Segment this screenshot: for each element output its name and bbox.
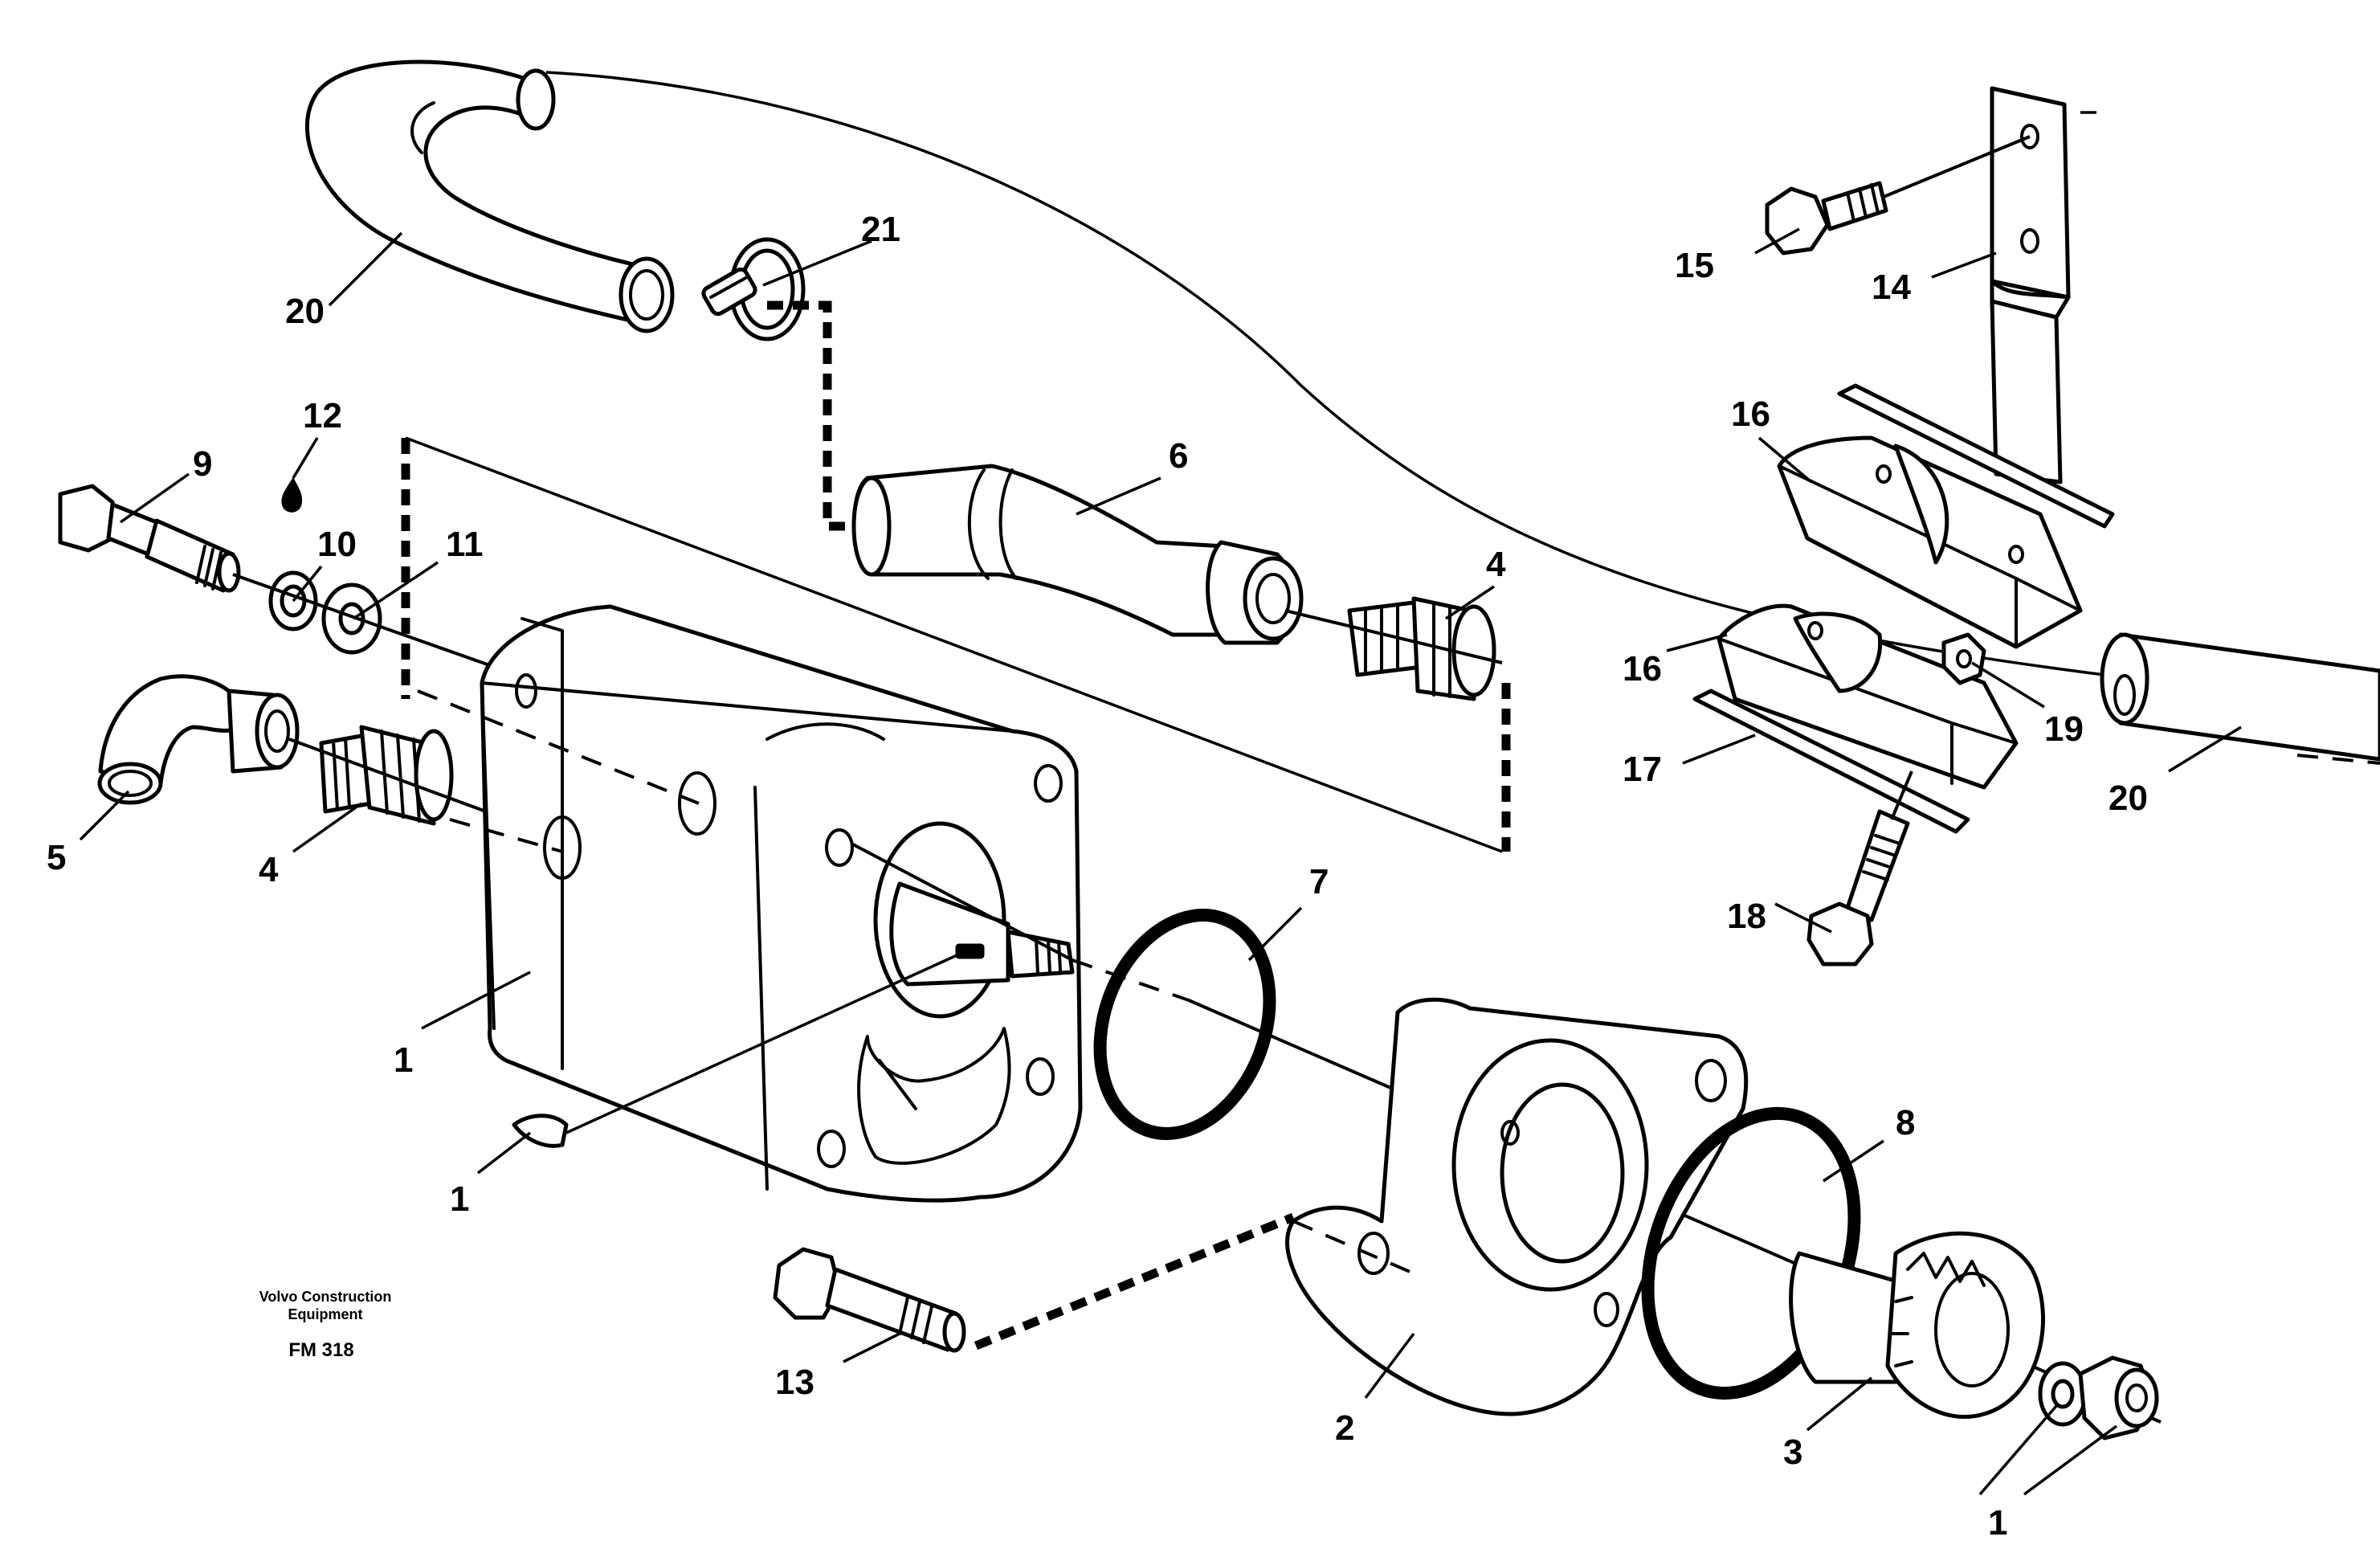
callout-18: 18: [1727, 897, 1766, 936]
callout-2: 2: [1335, 1408, 1354, 1448]
clamp-nut: [1941, 632, 1986, 685]
hose-clamp: [701, 237, 806, 341]
woodruff-key: [512, 1114, 569, 1148]
bracket-bolt-axis: [1883, 135, 2031, 198]
callout-9: 9: [193, 444, 212, 484]
housing-envelope-line: [405, 436, 1503, 853]
callout-10: 10: [317, 525, 357, 564]
hose-upper: [304, 59, 675, 333]
mounting-flange: [1285, 997, 1749, 1416]
leader-1-housing: [421, 971, 531, 1030]
clamp-half-lower: [1717, 603, 2019, 790]
leader-20-right: [2168, 725, 2242, 773]
leader-8: [1823, 1139, 1884, 1183]
callout-17: 17: [1623, 750, 1662, 789]
elbow-port-dashes: [449, 818, 563, 853]
bracket-bolt: [1765, 181, 1888, 255]
callout-1-key: 1: [450, 1179, 469, 1219]
leader-15: [1754, 227, 1800, 255]
housing-port-dashes: [417, 689, 700, 805]
caption-company-line2: Equipment: [288, 1306, 363, 1322]
clamp-to-pipe-line: [767, 300, 851, 531]
leader-16-bottom: [1666, 633, 1728, 652]
drawing-code: FM 318: [288, 1339, 353, 1361]
shaft-nut: [2078, 1355, 2159, 1441]
callout-3: 3: [1783, 1432, 1802, 1472]
leader-10: [292, 565, 323, 603]
flange-hole-dashes: [1292, 1220, 1415, 1275]
clamp-bolt: [1806, 809, 1910, 967]
callout-4-lower: 4: [259, 850, 279, 889]
pipe-elbow: [851, 464, 1304, 645]
caption-company-line1: Volvo Construction: [259, 1289, 392, 1305]
leader-11: [353, 561, 439, 620]
union-upper: [1347, 596, 1496, 701]
callout-1-housing: 1: [394, 1040, 413, 1080]
pump-housing: [480, 604, 1083, 1203]
hose-right-continuation: [2296, 754, 2380, 765]
leader-5: [79, 790, 130, 841]
banjo-bolt: [58, 484, 241, 593]
leader-4-lower: [292, 802, 363, 853]
leader-13: [843, 1332, 900, 1363]
o-ring-small: [1093, 909, 1276, 1140]
callout-20-left: 20: [285, 292, 325, 331]
leader-21: [762, 239, 872, 287]
leader-14: [1931, 251, 1997, 279]
callout-15: 15: [1675, 246, 1714, 285]
callout-7: 7: [1309, 862, 1329, 901]
union-lower: [319, 725, 454, 826]
callout-13: 13: [775, 1363, 814, 1402]
key-to-shaft-line: [565, 950, 965, 1134]
callout-8: 8: [1896, 1103, 1915, 1142]
leader-7: [1247, 906, 1303, 962]
washer-large: [321, 582, 382, 655]
leader-12: [292, 437, 319, 479]
support-bracket: [1990, 86, 2071, 484]
leader-19: [1971, 661, 2045, 709]
callout-19: 19: [2044, 709, 2084, 749]
leader-1-nut-b: [2023, 1424, 2118, 1496]
sealant-drop-icon: [281, 477, 303, 513]
callout-14: 14: [1872, 268, 1911, 307]
leader-9: [119, 472, 190, 524]
hose-routing-line: [545, 71, 2105, 676]
leader-18: [1774, 902, 1832, 934]
leader-20-left: [328, 231, 403, 307]
leader-1-key: [476, 1131, 532, 1175]
bolt-to-flange-dashes: [974, 1212, 1296, 1351]
callout-4-upper: 4: [1486, 545, 1506, 584]
callout-5: 5: [47, 838, 66, 877]
callout-6: 6: [1169, 436, 1188, 476]
flange-bolt: [773, 1247, 966, 1353]
clamp-half-upper: [1777, 435, 2083, 649]
callout-11: 11: [446, 525, 484, 564]
leader-1-nut-a: [1978, 1404, 2058, 1496]
union-upper-axis: [1284, 609, 1503, 664]
callout-16-bottom: 16: [1623, 649, 1662, 689]
callout-12: 12: [303, 396, 342, 435]
leader-6: [1076, 476, 1161, 516]
leader-2: [1364, 1332, 1415, 1400]
leader-3: [1806, 1376, 1873, 1432]
callout-1-nut: 1: [1988, 1503, 2007, 1543]
callout-21: 21: [861, 210, 900, 249]
clamp-plate-upper: [1837, 383, 2115, 529]
callout-16-top: 16: [1731, 394, 1770, 434]
leader-17: [1682, 734, 1756, 765]
callout-20-right: 20: [2109, 779, 2148, 818]
elbow-fitting: [97, 674, 300, 805]
drive-axis-upper: [851, 842, 1073, 962]
leader-4-upper: [1445, 585, 1495, 620]
drive-axis-dashes: [1072, 958, 1190, 1002]
clamp-bolt-axis: [1890, 770, 1913, 820]
hose-right: [2100, 632, 2380, 762]
leader-16-top: [1757, 436, 1813, 484]
drive-gear: [1789, 1231, 2045, 1420]
